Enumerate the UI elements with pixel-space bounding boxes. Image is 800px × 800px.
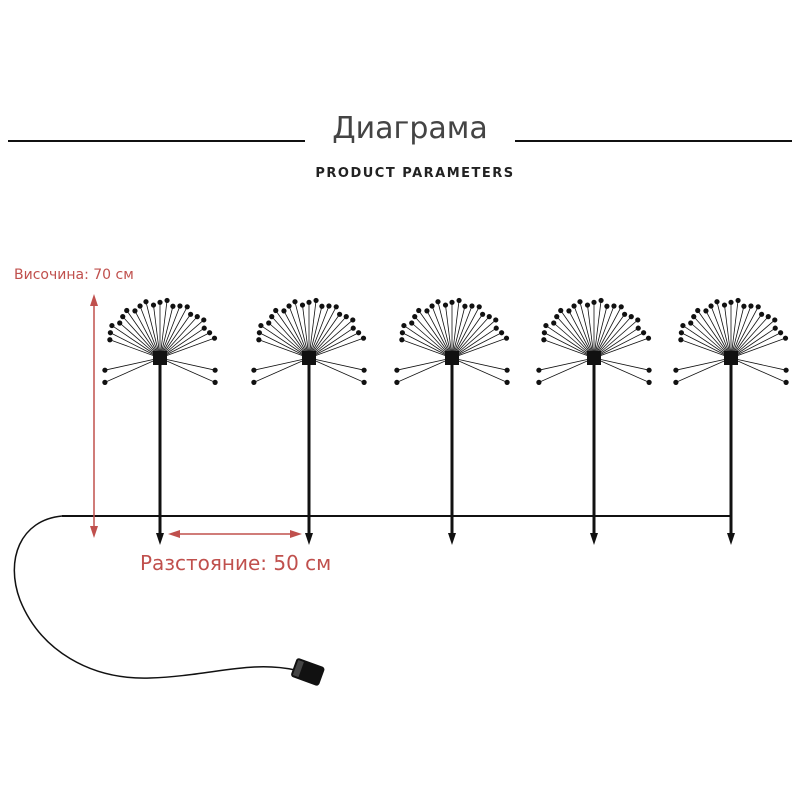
firework-stake-light	[394, 297, 510, 545]
firework-stake-light	[251, 297, 367, 545]
lead-cable	[13, 515, 296, 679]
height-label: Височина: 70 см	[14, 267, 134, 283]
firework-stake-light	[673, 297, 789, 545]
firework-stake-light	[102, 297, 218, 545]
cable-connector-icon	[291, 658, 325, 686]
distance-dimension-arrow	[168, 530, 302, 538]
distance-label: Разстояние: 50 см	[140, 551, 332, 575]
height-dimension-arrow	[90, 294, 98, 538]
firework-stake-light	[536, 297, 652, 545]
diagram-title: Диаграма	[305, 108, 515, 150]
diagram-subtitle: PRODUCT PARAMETERS	[315, 166, 515, 181]
